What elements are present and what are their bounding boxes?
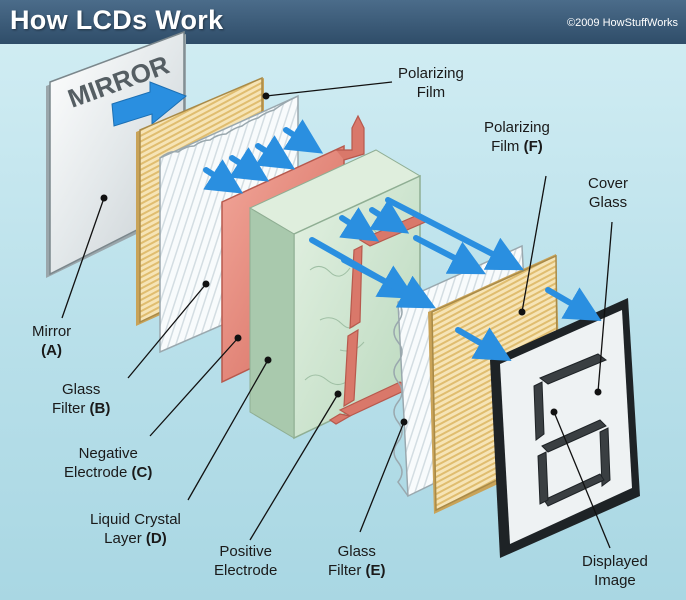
label-tag: (F) bbox=[523, 138, 543, 155]
light-arrows bbox=[203, 119, 602, 362]
label-line: Polarizing bbox=[398, 65, 464, 82]
label-negative-electrode: Negative Electrode (C) bbox=[64, 444, 152, 482]
label-line: Liquid Crystal bbox=[90, 511, 181, 528]
label-line: Glass bbox=[588, 194, 628, 211]
label-line: Electrode (C) bbox=[64, 463, 152, 482]
label-tag: (C) bbox=[131, 464, 153, 481]
label-tag: (A) bbox=[41, 342, 62, 359]
label-polarizing-film-rear: Polarizing Film bbox=[398, 64, 464, 102]
label-text: Filter bbox=[52, 400, 86, 417]
label-line: Film bbox=[416, 84, 446, 101]
cover-glass bbox=[490, 298, 640, 558]
label-line: Positive bbox=[219, 543, 272, 560]
displayed-digit bbox=[533, 353, 611, 507]
label-tag: (B) bbox=[89, 400, 111, 417]
label-cover-glass: Cover Glass bbox=[588, 174, 628, 212]
label-line: Electrode bbox=[214, 562, 278, 579]
label-positive-electrode: Positive Electrode bbox=[214, 542, 277, 580]
label-liquid-crystal: Liquid Crystal Layer (D) bbox=[90, 510, 181, 548]
copyright-notice: ©2009 HowStuffWorks bbox=[566, 17, 678, 29]
label-line: Image bbox=[594, 572, 636, 589]
label-mirror: Mirror (A) bbox=[32, 322, 71, 360]
label-line: Film (F) bbox=[484, 137, 550, 156]
label-line: Layer (D) bbox=[90, 529, 181, 548]
label-polarizing-film-f: Polarizing Film (F) bbox=[484, 118, 550, 156]
label-glass-filter-b: Glass Filter (B) bbox=[52, 380, 110, 418]
label-text: Layer bbox=[104, 530, 142, 547]
label-line: Polarizing bbox=[484, 119, 550, 136]
label-tag: (E) bbox=[365, 562, 386, 579]
label-line: Displayed bbox=[582, 553, 648, 570]
light-arrow-large bbox=[111, 81, 187, 127]
diagram-title: How LCDs Work bbox=[10, 5, 224, 35]
label-line: Mirror bbox=[32, 323, 72, 340]
label-glass-filter-e: Glass Filter (E) bbox=[328, 542, 386, 580]
label-text: Filter bbox=[328, 562, 362, 579]
label-text: Electrode bbox=[64, 464, 128, 481]
label-displayed-image: Displayed Image bbox=[582, 552, 648, 590]
label-line: Cover bbox=[588, 175, 629, 192]
label-line: Negative bbox=[78, 445, 138, 462]
leader-dots bbox=[100, 92, 602, 426]
label-line: Glass bbox=[62, 381, 101, 398]
label-line: Filter (B) bbox=[52, 399, 110, 418]
label-line: Filter (E) bbox=[328, 561, 386, 580]
label-text: Film bbox=[491, 138, 520, 155]
label-line: Glass bbox=[337, 543, 376, 560]
title-bar: How LCDs Work ©2009 HowStuffWorks bbox=[0, 0, 686, 44]
label-tag: (D) bbox=[145, 530, 167, 547]
leader-lines bbox=[61, 81, 613, 549]
